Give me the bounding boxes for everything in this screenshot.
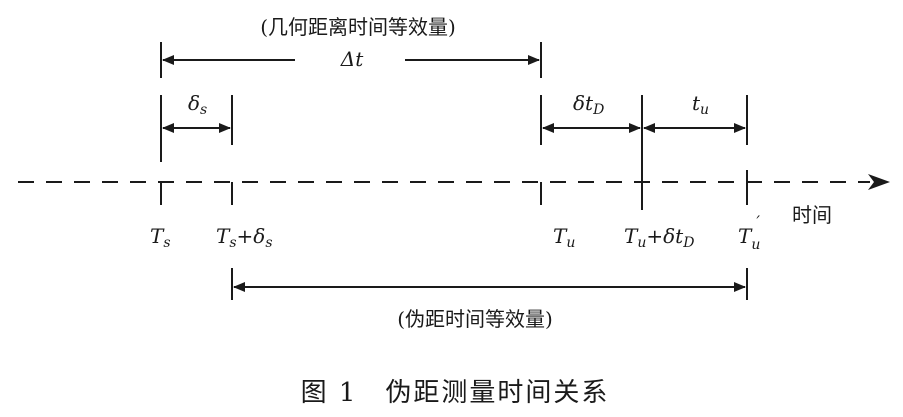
- tick-label-Tu-prime: Tu′: [738, 212, 760, 253]
- delta-s-interval: δs: [160, 91, 233, 162]
- pseudorange-label: (伪距时间等效量): [397, 307, 553, 331]
- delta-t-label: Δt: [340, 47, 364, 71]
- figure-caption: 图 1 伪距测量时间关系: [301, 378, 610, 408]
- time-axis-label: 时间: [792, 203, 832, 227]
- geometric-distance-label: (几何距离时间等效量): [260, 15, 456, 39]
- delta-tD-interval: δtD: [540, 91, 643, 210]
- delta-tD-label: δtD: [573, 91, 604, 118]
- tick-label-Ts: Ts: [150, 224, 171, 251]
- delta-s-label: δs: [188, 91, 207, 118]
- pseudorange-range: [231, 268, 748, 300]
- tu-interval: tu: [643, 91, 748, 145]
- axis-arrow-icon: [868, 174, 890, 190]
- tick-label-Tu-plus-delta: Tu+δtD: [624, 224, 694, 251]
- axis-ticks: [160, 170, 748, 205]
- tick-label-Tu: Tu: [553, 224, 575, 251]
- delta-t-range: Δt: [160, 42, 542, 78]
- tu-label: tu: [692, 91, 709, 118]
- tick-label-Ts-plus-delta: Ts+δs: [216, 224, 273, 251]
